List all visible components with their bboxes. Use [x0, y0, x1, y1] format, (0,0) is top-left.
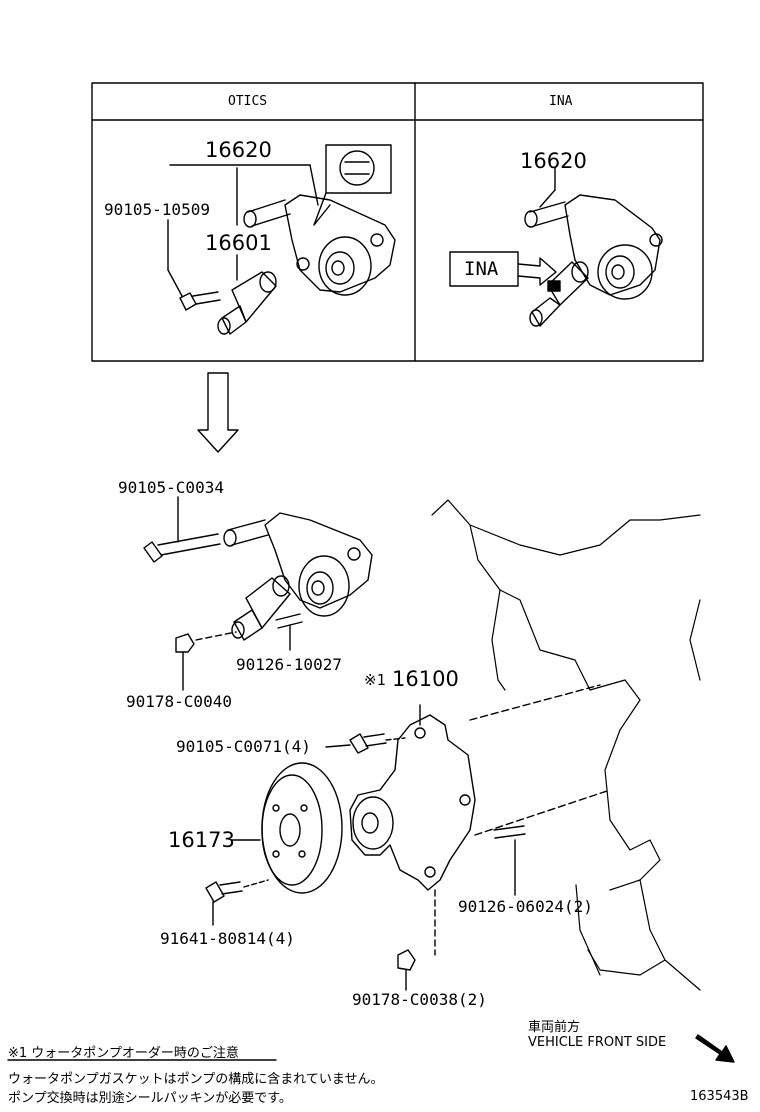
lower-tensioner-drawing: [143, 496, 373, 691]
engine-block-outline: [431, 499, 701, 991]
label-16620-ina: 16620: [520, 149, 587, 173]
label-90126-10027: 90126-10027: [236, 655, 342, 674]
label-16100: 16100: [392, 667, 459, 691]
label-90105-C0071: 90105-C0071(4): [176, 737, 311, 756]
label-16620-otics: 16620: [205, 138, 272, 162]
down-arrow-icon: [197, 372, 239, 453]
variant-table: [91, 82, 704, 362]
front-direction-arrow-icon: [695, 1034, 735, 1063]
pump-note-mark: ※1: [364, 671, 386, 689]
pulley-drawing: [205, 762, 343, 926]
ina-tensioner-drawing: [449, 167, 663, 327]
label-90178-C0040: 90178-C0040: [126, 692, 232, 711]
orientation-en: VEHICLE FRONT SIDE: [528, 1035, 667, 1050]
water-pump-drawing: [325, 684, 611, 991]
otics-tensioner-drawing: [167, 144, 396, 335]
label-90126-06024: 90126-06024(2): [458, 897, 593, 916]
note-line-1: ウォータポンプガスケットはポンプの構成に含まれていません。: [8, 1072, 384, 1087]
otics-header: OTICS: [228, 94, 268, 109]
note-heading: ※1 ウォータポンプオーダー時のご注意: [8, 1046, 239, 1061]
label-16173: 16173: [168, 828, 235, 852]
label-91641-80814: 91641-80814(4): [160, 929, 295, 948]
label-90178-C0038: 90178-C0038(2): [352, 990, 487, 1009]
figure-id: 163543B: [690, 1089, 749, 1104]
label-90105-C0034: 90105-C0034: [118, 478, 224, 497]
label-16601: 16601: [205, 231, 272, 255]
orientation-jp: 車両前方: [528, 1020, 581, 1035]
ina-header: INA: [549, 94, 573, 109]
note-line-2: ポンプ交換時は別途シールパッキンが必要です。: [8, 1091, 292, 1106]
ina-tag: INA: [464, 258, 499, 280]
label-90105-10509: 90105-10509: [104, 200, 210, 219]
